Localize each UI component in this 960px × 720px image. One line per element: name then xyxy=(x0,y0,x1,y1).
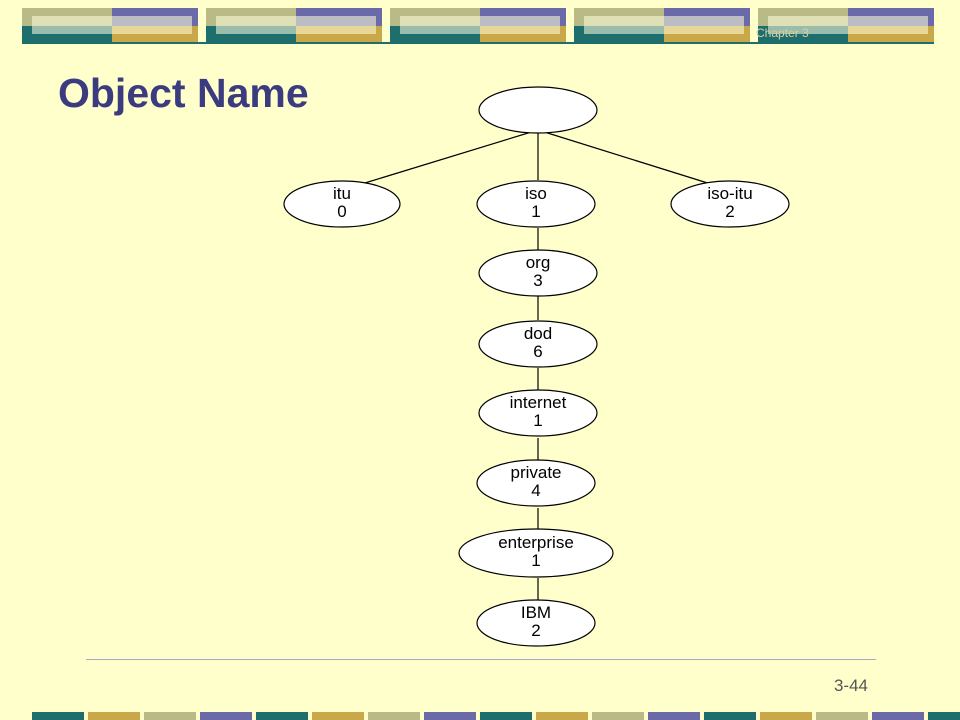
node-dod: dod 6 xyxy=(478,320,598,368)
node-ibm-name: IBM xyxy=(521,603,551,622)
node-ibm: IBM 2 xyxy=(476,599,596,647)
node-iso-itu-name: iso-itu xyxy=(707,184,752,203)
node-iso: iso 1 xyxy=(476,180,596,228)
node-private-number: 4 xyxy=(531,481,540,500)
bottom-band-block xyxy=(32,712,84,720)
node-iso-itu: iso-itu 2 xyxy=(670,180,790,228)
top-decorative-band xyxy=(0,0,960,44)
bottom-band-block xyxy=(760,712,812,720)
footer-divider xyxy=(86,659,876,660)
node-itu-number: 0 xyxy=(337,202,346,221)
slide-title: Object Name xyxy=(58,70,309,116)
bottom-band-block xyxy=(424,712,476,720)
bottom-band-block xyxy=(928,712,960,720)
node-org-name: org xyxy=(526,253,551,272)
bottom-band-block xyxy=(368,712,420,720)
node-dod-name: dod xyxy=(524,324,552,343)
bottom-decorative-band xyxy=(0,712,960,720)
node-iso-number: 1 xyxy=(531,202,540,221)
bottom-band-block xyxy=(592,712,644,720)
node-internet-name: internet xyxy=(510,393,567,412)
node-private-name: private xyxy=(510,463,561,482)
bottom-band-block xyxy=(256,712,308,720)
node-ibm-number: 2 xyxy=(531,621,540,640)
tree-edges xyxy=(341,129,731,600)
node-iso-itu-number: 2 xyxy=(725,202,734,221)
bottom-band-block xyxy=(200,712,252,720)
node-org: org 3 xyxy=(478,249,598,297)
top-band-block xyxy=(32,16,192,34)
node-itu: itu 0 xyxy=(283,180,401,228)
node-internet: internet 1 xyxy=(478,389,598,437)
bottom-band-block xyxy=(480,712,532,720)
node-enterprise-number: 1 xyxy=(531,551,540,570)
bottom-band-block xyxy=(536,712,588,720)
bottom-band-block xyxy=(704,712,756,720)
top-band-block xyxy=(216,16,376,34)
top-band-rule xyxy=(22,42,934,44)
node-enterprise: enterprise 1 xyxy=(458,528,614,578)
bottom-band-block xyxy=(816,712,868,720)
node-iso-name: iso xyxy=(525,184,547,203)
top-band-block xyxy=(400,16,560,34)
chapter-label: Chapter 3 xyxy=(756,26,809,40)
top-band-block xyxy=(584,16,744,34)
node-private: private 4 xyxy=(476,459,596,507)
bottom-band-block xyxy=(312,712,364,720)
top-band-block xyxy=(768,16,928,34)
bottom-band-block xyxy=(144,712,196,720)
page-number: 3-44 xyxy=(833,676,868,695)
node-root xyxy=(478,86,598,134)
node-org-number: 3 xyxy=(533,271,542,290)
node-itu-name: itu xyxy=(333,184,351,203)
bottom-band-block xyxy=(648,712,700,720)
bottom-band-block xyxy=(88,712,140,720)
node-internet-number: 1 xyxy=(533,411,542,430)
edge-root-itu xyxy=(341,129,539,191)
bottom-band-block xyxy=(872,712,924,720)
node-enterprise-name: enterprise xyxy=(498,533,574,552)
edge-root-iso-itu xyxy=(537,129,731,191)
node-dod-number: 6 xyxy=(533,342,542,361)
